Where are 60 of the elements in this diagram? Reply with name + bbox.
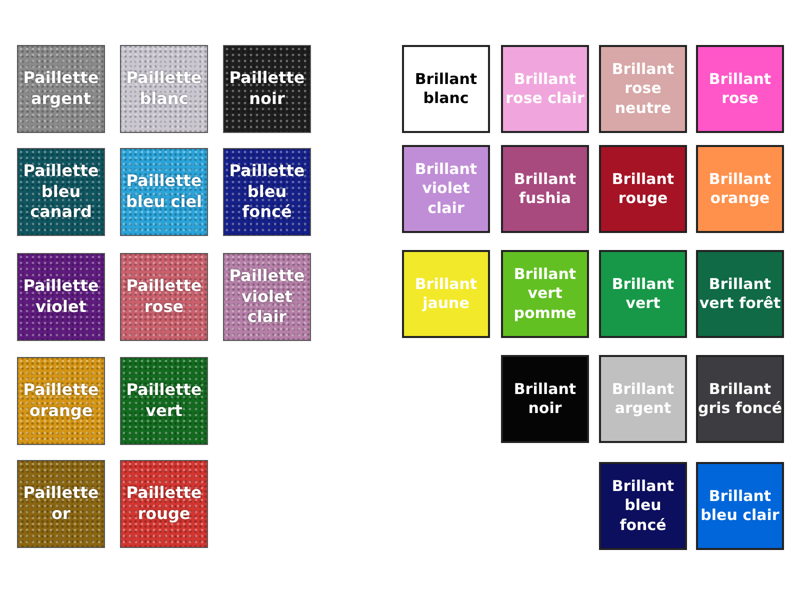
swatch-label: Paillette or (22, 483, 100, 525)
swatch-label: Brillant jaune (414, 274, 478, 314)
swatch-label: Brillant orange (708, 170, 772, 208)
glitter-swatch (17, 460, 105, 548)
glossy-swatch (696, 250, 784, 338)
glitter-swatch (120, 460, 208, 548)
swatch-label: Brillant bleu clair (700, 486, 780, 526)
glossy-swatch (599, 145, 687, 233)
glossy-swatch (696, 45, 784, 133)
glossy-swatch (599, 250, 687, 338)
glitter-swatch (120, 45, 208, 133)
glitter-swatch (120, 148, 208, 236)
swatch-label: Brillant fushia (512, 170, 578, 208)
swatch-label: Brillant vert (610, 274, 676, 314)
glitter-swatch (17, 148, 105, 236)
glitter-swatch (120, 357, 208, 445)
swatch-label: Paillette noir (228, 68, 306, 110)
glitter-swatch (17, 253, 105, 341)
swatch-label: Brillant vert forêt (698, 274, 782, 314)
glitter-swatch (17, 45, 105, 133)
glitter-swatch (120, 253, 208, 341)
glossy-swatch (599, 355, 687, 443)
glossy-swatch (501, 45, 589, 133)
glossy-swatch (501, 355, 589, 443)
glitter-swatch (223, 253, 311, 341)
swatch-label: Brillant bleu foncé (610, 476, 676, 536)
swatch-label: Brillant rose (708, 70, 772, 108)
glossy-swatch (696, 355, 784, 443)
swatch-label: Brillant noir (512, 380, 578, 418)
glossy-swatch (696, 145, 784, 233)
swatch-label: Brillant violet clair (414, 160, 478, 218)
swatch-label: Brillant blanc (414, 70, 478, 108)
glossy-swatch (402, 145, 490, 233)
swatch-label: Brillant rose clair (504, 70, 586, 108)
glitter-swatch (223, 148, 311, 236)
glossy-swatch (402, 45, 490, 133)
swatch-label: Paillette bleu foncé (228, 160, 306, 224)
swatch-label: Brillant argent (610, 380, 676, 418)
swatch-label: Brillant rose neutre (610, 60, 676, 118)
swatch-label: Paillette violet clair (228, 266, 306, 328)
swatch-label: Paillette blanc (125, 68, 203, 110)
glitter-swatch (17, 357, 105, 445)
glossy-swatch (696, 462, 784, 550)
swatch-label: Paillette argent (22, 68, 100, 110)
swatch-label: Paillette violet (22, 276, 100, 318)
swatch-label: Paillette bleu canard (22, 160, 100, 224)
swatch-label: Paillette rouge (125, 483, 203, 525)
glossy-swatch (599, 45, 687, 133)
swatch-label: Brillant gris foncé (698, 380, 782, 418)
glossy-swatch (599, 462, 687, 550)
swatch-label: Paillette orange (22, 380, 100, 422)
glossy-swatch (501, 145, 589, 233)
glossy-swatch (402, 250, 490, 338)
swatch-label: Paillette bleu ciel (124, 171, 204, 213)
glitter-swatch (223, 45, 311, 133)
glossy-swatch (501, 250, 589, 338)
swatch-label: Brillant vert pomme (512, 264, 578, 324)
swatch-label: Paillette rose (125, 276, 203, 318)
swatch-label: Brillant rouge (610, 170, 676, 208)
swatch-label: Paillette vert (125, 380, 203, 422)
